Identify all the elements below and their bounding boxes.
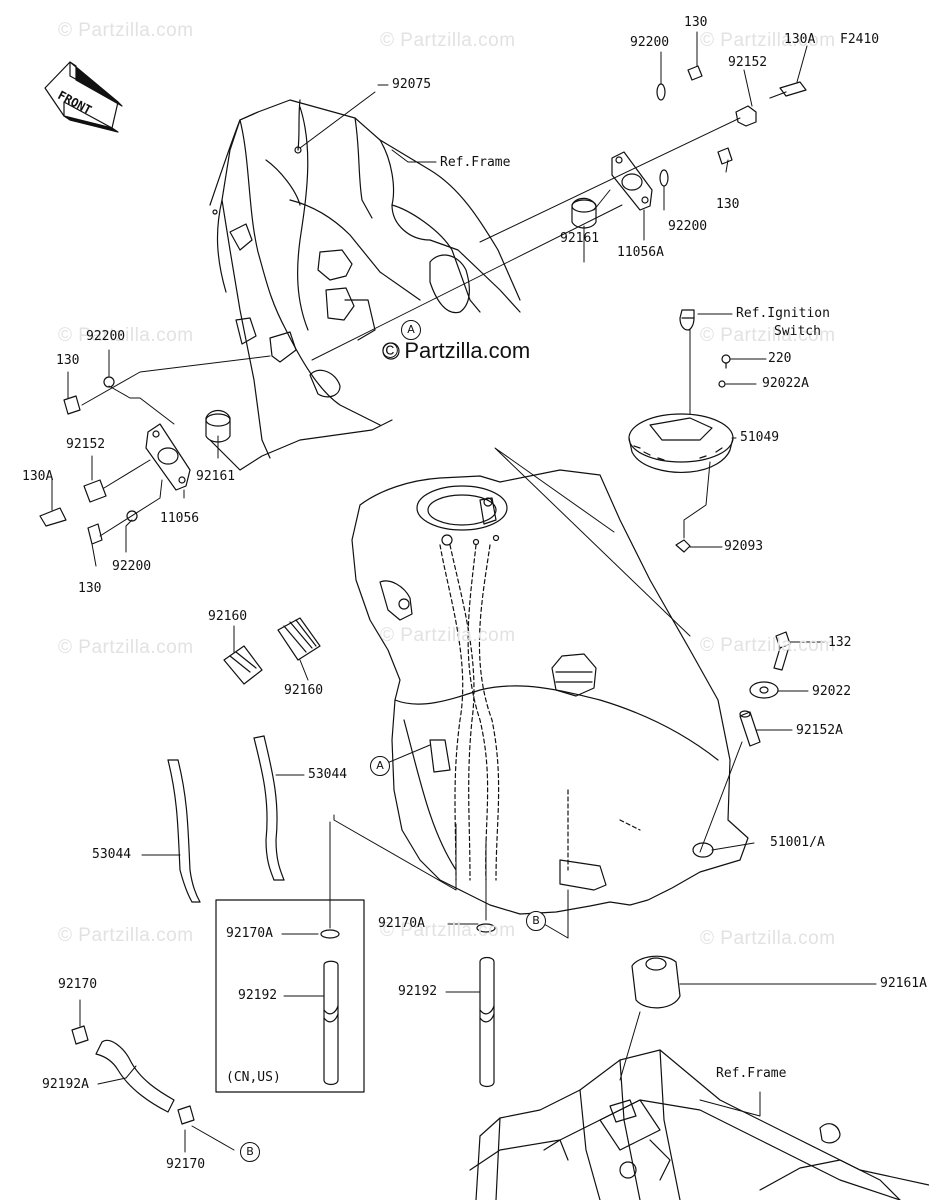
diagram-code: F2410 [840, 32, 880, 47]
partzilla-copyright-icon [382, 342, 400, 360]
callout-b: B [526, 911, 546, 931]
ref-frame-label: Ref.Frame [440, 155, 511, 170]
part-label-92170a: 92170A [378, 916, 425, 931]
part-label-92170a: 92170A [226, 926, 273, 941]
part-label-92093: 92093 [724, 539, 764, 554]
ref-frame-label: Ref.Frame [716, 1066, 787, 1081]
callout-a: A [370, 756, 390, 776]
left-bracket-drawing [39, 376, 231, 545]
watermark: © Partzilla.com [58, 637, 194, 658]
part-label-53044: 53044 [92, 847, 132, 862]
watermark: © Partzilla.com [380, 625, 516, 646]
part-label-11056: 11056 [160, 511, 200, 526]
part-label-92022: 92022 [812, 684, 852, 699]
part-label-92200: 92200 [630, 35, 670, 50]
strips-drawing [167, 735, 285, 903]
ref-ignition-label-2: Switch [774, 324, 821, 339]
part-label-53044: 53044 [308, 767, 348, 782]
part-label-92161: 92161 [560, 231, 600, 246]
part-label-92152: 92152 [728, 55, 768, 70]
cn-us-box [215, 899, 365, 1093]
part-label-92152a: 92152A [796, 723, 843, 738]
partzilla-brand: © Partzilla.com [382, 338, 531, 363]
lower-frame-drawing [469, 1049, 929, 1200]
front-arrow-icon [44, 61, 123, 133]
watermark: © Partzilla.com [700, 325, 836, 346]
callout-a: A [401, 320, 421, 340]
watermark: © Partzilla.com [58, 20, 194, 41]
part-label-92192: 92192 [398, 984, 438, 999]
part-label-92200: 92200 [86, 329, 126, 344]
part-label-220: 220 [768, 351, 792, 366]
leader-lines [51, 31, 877, 1153]
part-label-92161: 92161 [196, 469, 236, 484]
part-label-130: 130 [78, 581, 102, 596]
watermark: © Partzilla.com [700, 928, 836, 949]
callout-b: B [240, 1142, 260, 1162]
watermark: © Partzilla.com [700, 635, 836, 656]
part-label-92160: 92160 [284, 683, 324, 698]
upper-frame-drawing [209, 99, 521, 471]
part-label-130a: 130A [784, 32, 816, 47]
part-label-130a: 130A [22, 469, 54, 484]
part-label-51049: 51049 [740, 430, 780, 445]
part-label-92192: 92192 [238, 988, 278, 1003]
watermark: © Partzilla.com [58, 925, 194, 946]
part-label-92170: 92170 [58, 977, 98, 992]
part-label-92160: 92160 [208, 609, 248, 624]
part-label-92200: 92200 [668, 219, 708, 234]
part-label-130: 130 [56, 353, 80, 368]
part-label-92161a: 92161A [880, 976, 927, 991]
watermark: © Partzilla.com [380, 30, 516, 51]
part-label-92200: 92200 [112, 559, 152, 574]
right-bracket-drawing [571, 65, 807, 229]
damper-pads-drawing [223, 617, 321, 685]
part-label-92022a: 92022A [762, 376, 809, 391]
part-label-92152: 92152 [66, 437, 106, 452]
part-label-92192a: 92192A [42, 1077, 89, 1092]
part-label-92075: 92075 [392, 77, 432, 92]
part-label-132: 132 [828, 635, 852, 650]
part-label-11056a: 11056A [617, 245, 664, 260]
part-label-130: 130 [716, 197, 740, 212]
hose-set-drawing [71, 923, 496, 1125]
fuel-tank-drawing [351, 469, 749, 915]
watermark: © Partzilla.com [58, 325, 194, 346]
watermark: © Partzilla.com [700, 30, 836, 51]
ref-ignition-label: Ref.Ignition [736, 306, 830, 321]
watermark: © Partzilla.com [380, 920, 516, 941]
part-label-130: 130 [684, 15, 708, 30]
cn-us-label: (CN,US) [226, 1070, 281, 1085]
rear-mount-hardware-drawing [631, 631, 791, 1009]
part-label-51001a: 51001/A [770, 835, 825, 850]
part-label-92170: 92170 [166, 1157, 206, 1172]
